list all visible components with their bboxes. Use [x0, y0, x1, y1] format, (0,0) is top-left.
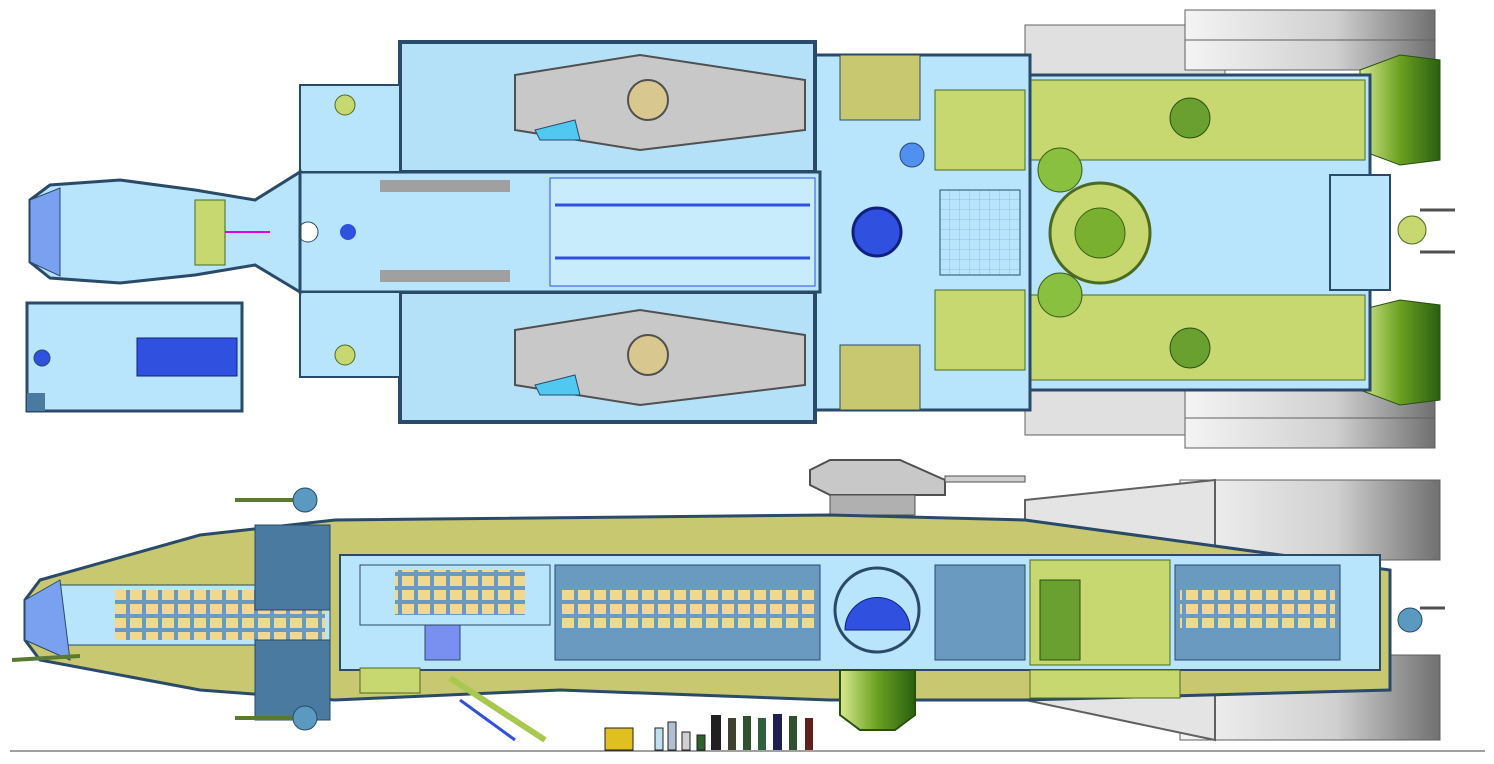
bow-cockpit — [28, 169, 302, 295]
ventral-turret — [839, 669, 916, 731]
top-view — [28, 9, 1455, 449]
hangar-lower — [398, 290, 817, 424]
detached-module — [25, 301, 244, 413]
hangar-upper — [398, 40, 817, 174]
side-view — [11, 459, 1445, 743]
aft-turret — [1397, 215, 1427, 245]
holo-table — [851, 206, 903, 258]
scale-figures — [604, 714, 813, 751]
dorsal-turret — [809, 459, 1026, 516]
engine-nacelle-upper — [1024, 9, 1441, 166]
boarding-ramp — [448, 675, 547, 743]
